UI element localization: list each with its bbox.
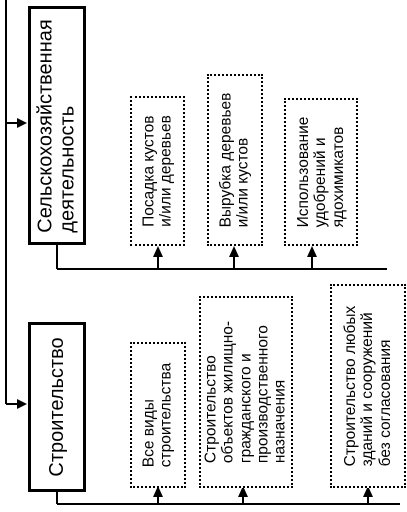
all-construction-label: Все виды строительства — [140, 362, 175, 468]
construction-box: Строительство — [28, 322, 86, 492]
all-construction-box: Все виды строительства — [130, 342, 186, 488]
unapproved-construction-box: Строительство любых зданий и сооружений … — [330, 284, 406, 488]
agriculture-title: Сельскохозяйственная деятельность — [34, 18, 79, 233]
planting-label: Посадка кустов и/или деревьев — [140, 115, 175, 227]
fertilizer-label: Использование удобрений и ядохимикатов — [294, 116, 347, 228]
residential-construction-label: Строительство объектов жилищно- гражданс… — [202, 320, 290, 464]
fertilizer-box: Использование удобрений и ядохимикатов — [284, 98, 358, 246]
logging-label: Вырубка деревьев и/или кустов — [217, 92, 252, 228]
planting-box: Посадка кустов и/или деревьев — [130, 96, 185, 246]
unapproved-construction-label: Строительство любых зданий и сооружений … — [341, 305, 394, 467]
agriculture-box: Сельскохозяйственная деятельность — [28, 6, 86, 245]
logging-box: Вырубка деревьев и/или кустов — [207, 74, 263, 246]
construction-title: Строительство — [45, 337, 68, 477]
residential-construction-box: Строительство объектов жилищно- гражданс… — [199, 296, 293, 488]
